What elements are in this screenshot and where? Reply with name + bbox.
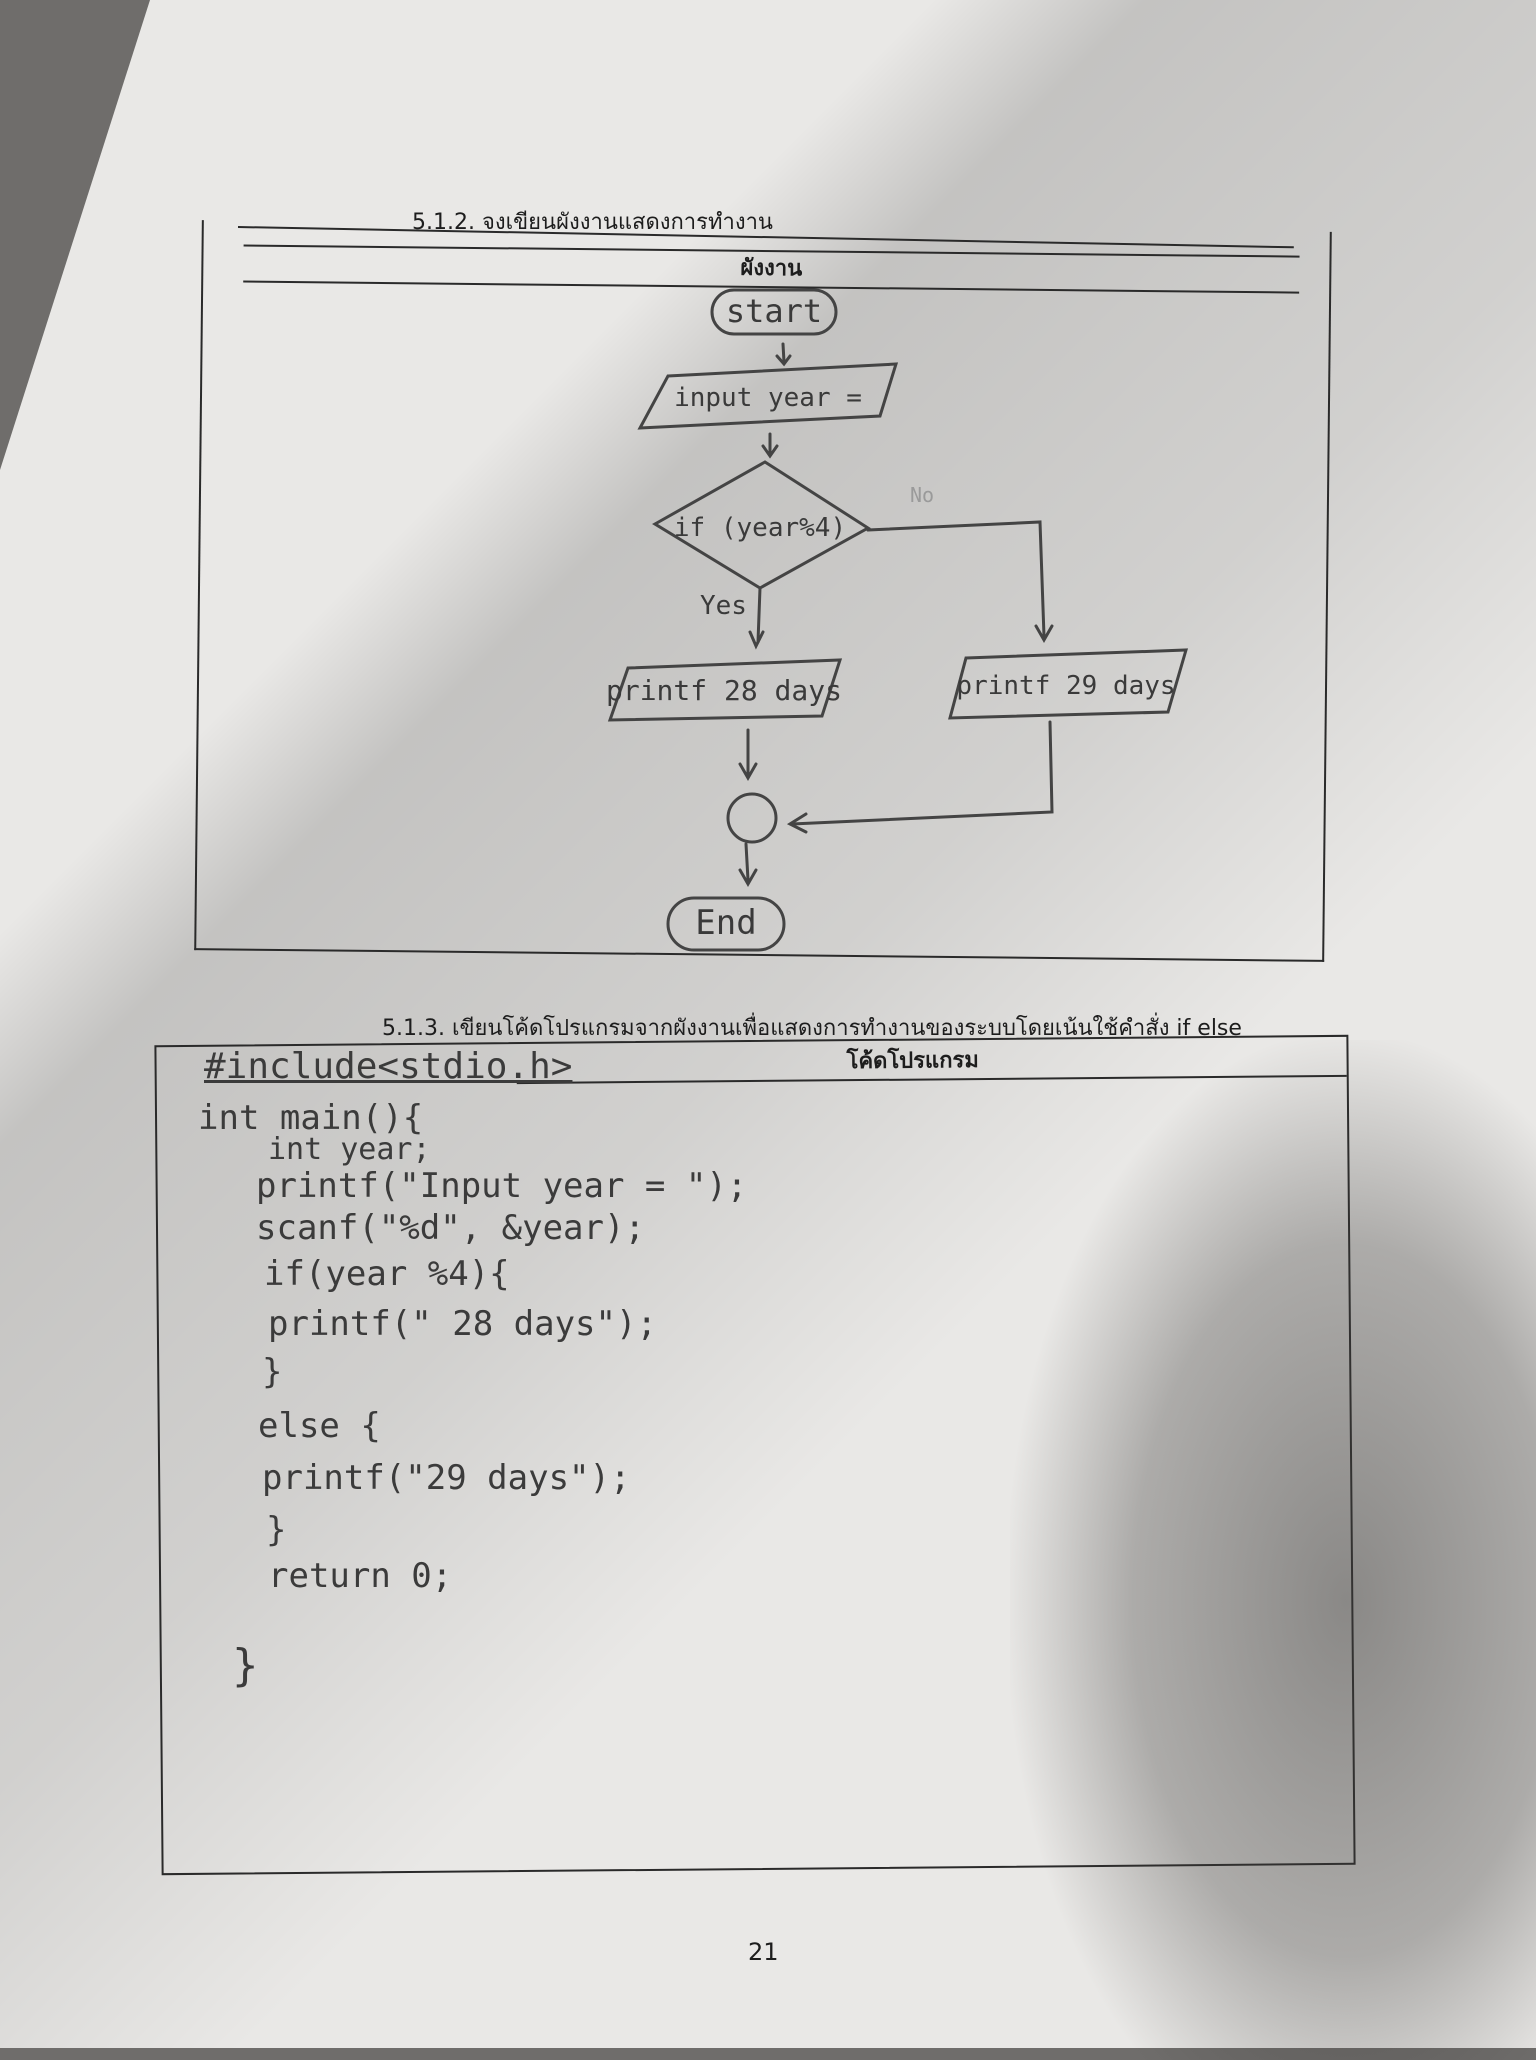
code-line-2: int main(){	[198, 1098, 424, 1138]
start-label: start	[726, 292, 822, 330]
code-line-11: }	[266, 1510, 287, 1550]
decision-label: if (year%4)	[674, 513, 846, 543]
input-label: input year =	[674, 383, 862, 413]
code-box-title: โค้ดโปรแกรม	[516, 1040, 1347, 1085]
code-line-6: if(year %4){	[264, 1254, 510, 1294]
code-line-1: #include<stdio.h>	[204, 1046, 573, 1087]
output-no-parallelogram	[948, 648, 1189, 720]
connector-circle	[726, 792, 778, 844]
code-line-10: printf("29 days");	[262, 1458, 631, 1498]
code-line-8: }	[262, 1352, 283, 1392]
code-line-13: }	[232, 1640, 259, 1691]
output-no-label: printf 29 days	[956, 671, 1175, 701]
yes-label: Yes	[700, 591, 747, 621]
output-yes-parallelogram	[607, 658, 843, 722]
code-line-7: printf(" 28 days");	[268, 1304, 657, 1344]
code-line-5: scanf("%d", &year);	[256, 1208, 645, 1248]
page-number: 21	[748, 1938, 779, 1966]
code-line-3: int year;	[268, 1132, 431, 1167]
code-line-4: printf("Input year = ");	[256, 1166, 748, 1206]
end-label: End	[695, 903, 756, 943]
end-terminator	[666, 896, 786, 952]
section-heading-code: 5.1.3. เขียนโค้ดโปรแกรมจากผังงานเพื่อแสด…	[382, 1016, 1242, 1041]
no-label: No	[910, 483, 934, 507]
input-parallelogram	[637, 362, 899, 430]
code-line-12: return 0;	[268, 1556, 453, 1596]
code-line-9: else {	[258, 1406, 381, 1446]
start-terminator	[710, 288, 838, 336]
output-yes-label: printf 28 days	[606, 674, 842, 707]
